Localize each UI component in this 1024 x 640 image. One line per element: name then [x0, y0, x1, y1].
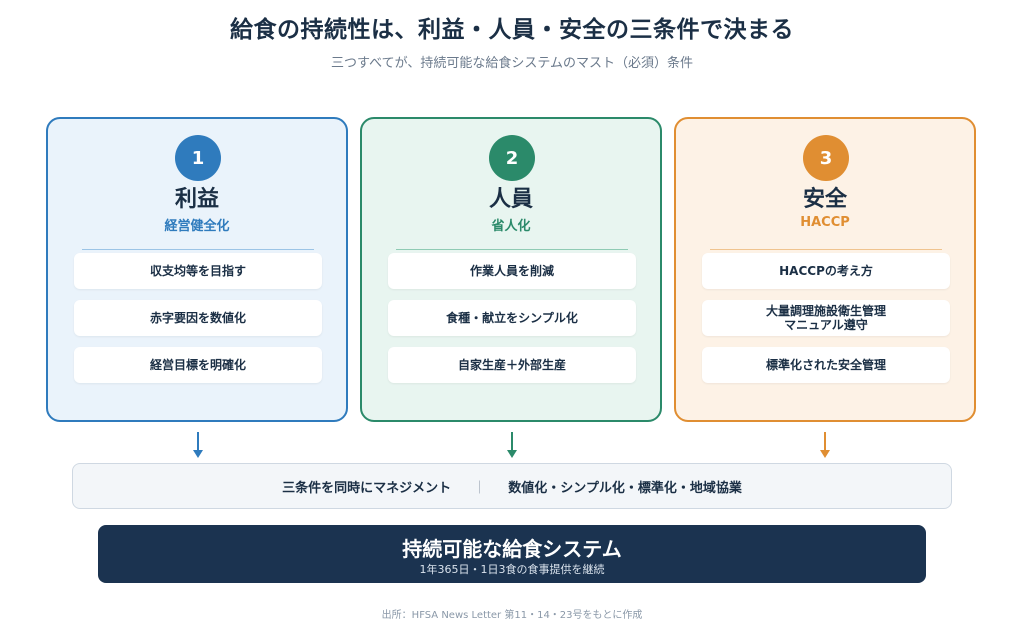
card-title: 人員	[488, 187, 533, 212]
card-subtitle: HACCP	[800, 215, 850, 230]
card-subtitle: 経営健全化	[164, 219, 230, 234]
card-divider	[710, 249, 942, 250]
card-safety: 3 安全 HACCP HACCPの考え方 大量調理施設衛生管理 マニュアル遵守 …	[674, 117, 976, 422]
card-number-badge: 2	[489, 135, 535, 181]
arrow-down-icon	[193, 432, 203, 458]
card-item: 赤字要因を数値化	[74, 300, 322, 336]
card-item: 大量調理施設衛生管理 マニュアル遵守	[702, 300, 950, 336]
arrow-down-icon	[507, 432, 517, 458]
page-subtitle: 三つすべてが、持続可能な給食システムのマスト（必須）条件	[331, 56, 693, 71]
card-divider	[82, 249, 314, 250]
card-divider	[396, 249, 628, 250]
card-item: 作業人員を削減	[388, 253, 636, 289]
card-item: 経営目標を明確化	[74, 347, 322, 383]
source-note: 出所：HFSA News Letter 第11・14・23号をもとに作成	[381, 610, 643, 621]
card-item: HACCPの考え方	[702, 253, 950, 289]
goal-box: 持続可能な給食システム 1年365日・1日3食の食事提供を継続	[98, 525, 926, 583]
card-profit: 1 利益 経営健全化 収支均等を目指す 赤字要因を数値化 経営目標を明確化	[46, 117, 348, 422]
page-title: 給食の持続性は、利益・人員・安全の三条件で決まる	[230, 17, 794, 43]
card-number-badge: 1	[175, 135, 221, 181]
card-staff: 2 人員 省人化 作業人員を削減 食種・献立をシンプル化 自家生産＋外部生産	[360, 117, 662, 422]
card-item: 自家生産＋外部生産	[388, 347, 636, 383]
card-item: 標準化された安全管理	[702, 347, 950, 383]
band-right-text: 数値化・シンプル化・標準化・地域協業	[508, 480, 742, 496]
card-title: 利益	[174, 187, 219, 212]
band-separator: ｜	[473, 480, 487, 496]
goal-subtitle: 1年365日・1日3食の食事提供を継続	[419, 563, 605, 576]
card-item: 食種・献立をシンプル化	[388, 300, 636, 336]
card-number-badge: 3	[803, 135, 849, 181]
card-title: 安全	[802, 187, 847, 212]
management-band: 三条件を同時にマネジメント ｜ 数値化・シンプル化・標準化・地域協業	[72, 463, 952, 509]
band-left-text: 三条件を同時にマネジメント	[282, 480, 452, 496]
card-subtitle: 省人化	[491, 219, 531, 234]
goal-title: 持続可能な給食システム	[402, 537, 622, 561]
arrow-down-icon	[820, 432, 830, 458]
card-item: 収支均等を目指す	[74, 253, 322, 289]
